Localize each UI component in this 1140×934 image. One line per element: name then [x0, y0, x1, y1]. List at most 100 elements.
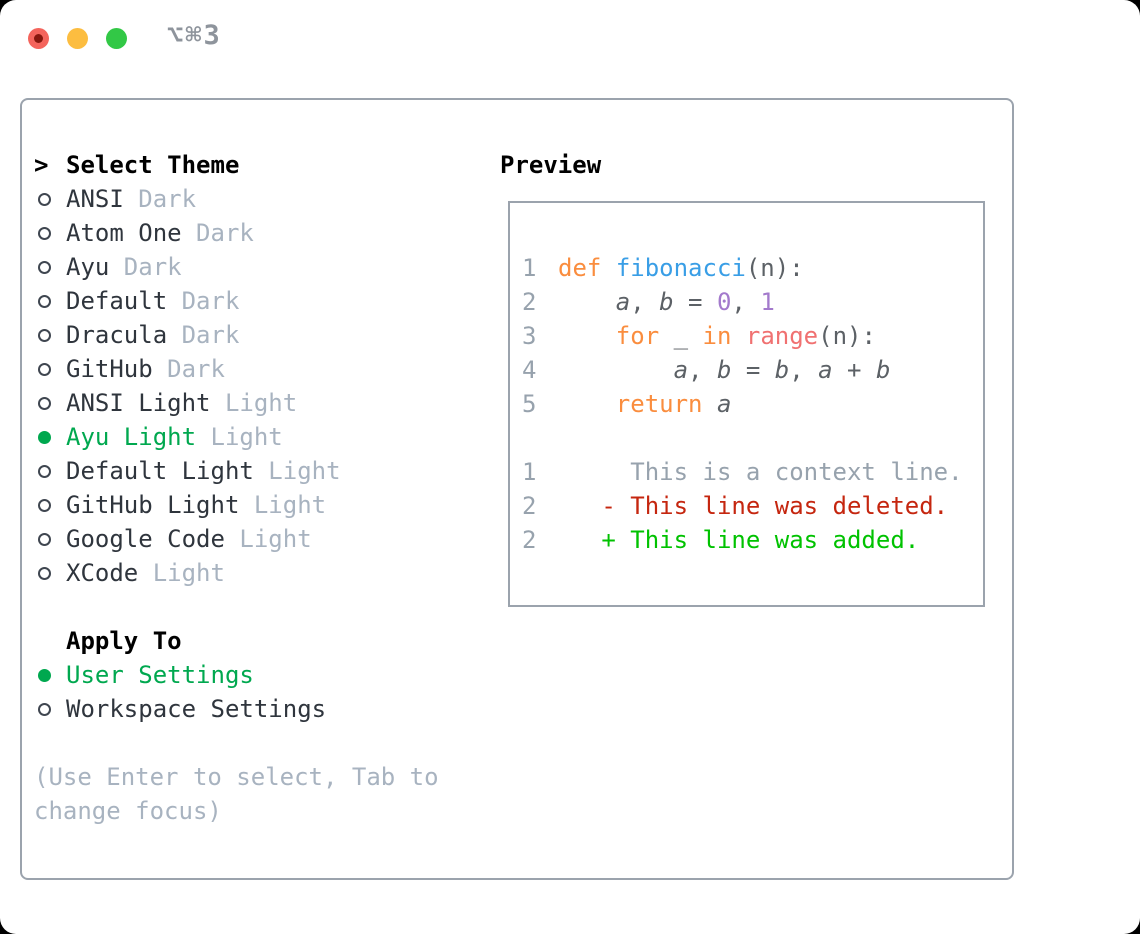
theme-option[interactable]: Google Code Light [34, 522, 484, 556]
code-token-number: 1 [760, 288, 775, 316]
theme-option[interactable]: GitHub Dark [34, 352, 484, 386]
code-token-context: This is a context line. [558, 458, 963, 486]
theme-name: XCode [66, 559, 139, 587]
theme-option[interactable]: ANSI Dark [34, 182, 484, 216]
code-token-variable: a [615, 288, 631, 316]
theme-name: Atom One [66, 219, 182, 247]
theme-variant-label: Light [239, 491, 327, 519]
code-token-function: fibonacci [615, 254, 746, 282]
theme-option[interactable]: Atom One Dark [34, 216, 484, 250]
radio-unselected-icon [34, 454, 66, 488]
theme-name: GitHub [66, 355, 153, 383]
theme-option[interactable]: Dracula Dark [34, 318, 484, 352]
code-token-variable: a [716, 390, 732, 418]
theme-name: Ayu [66, 253, 110, 281]
close-dot-icon [34, 34, 43, 43]
theme-option[interactable]: Default Light Light [34, 454, 484, 488]
theme-name: GitHub Light [66, 491, 240, 519]
code-token-variable: a [818, 356, 833, 384]
radio-unselected-icon [34, 216, 66, 250]
code-token-text: , [731, 288, 761, 316]
select-theme-header-row: > Select Theme [34, 148, 484, 182]
theme-option[interactable]: Default Dark [34, 284, 484, 318]
theme-name: Default [66, 287, 168, 315]
theme-option[interactable]: GitHub Light Light [34, 488, 484, 522]
select-theme-header: Select Theme [66, 151, 240, 179]
line-number: 2 [522, 288, 537, 316]
apply-to-header: Apply To [66, 627, 182, 655]
radio-unselected-icon [34, 692, 66, 726]
apply-to-option-label: Workspace Settings [66, 695, 327, 723]
preview-code-line: 1 This is a context line. [522, 455, 983, 489]
code-token-text [558, 390, 616, 418]
theme-option[interactable]: Ayu Dark [34, 250, 484, 284]
theme-variant-label: Light [210, 389, 298, 417]
line-number: 2 [522, 526, 537, 554]
theme-variant-label: Dark [167, 287, 240, 315]
theme-variant-label: Light [224, 525, 312, 553]
radio-unselected-icon [34, 488, 66, 522]
theme-variant-label: Light [253, 457, 341, 485]
theme-variant-label: Dark [181, 219, 254, 247]
code-token-text: = [673, 288, 717, 316]
minimize-button[interactable] [67, 28, 88, 49]
window-shortcut-label: ⌥⌘3 [167, 20, 222, 51]
zoom-button[interactable] [106, 28, 127, 49]
theme-name: Dracula [66, 321, 168, 349]
code-token-text [558, 288, 616, 316]
code-token-keyword: return [615, 390, 703, 418]
theme-name: Google Code [66, 525, 225, 553]
theme-name: ANSI [66, 185, 124, 213]
code-token-text: = [731, 356, 775, 384]
radio-unselected-icon [34, 386, 66, 420]
code-token-call: range [745, 322, 819, 350]
theme-name: Default Light [66, 457, 254, 485]
apply-to-option[interactable]: Workspace Settings [34, 692, 484, 726]
code-token-added: + This line was added. [558, 526, 920, 554]
code-token-text [601, 254, 615, 282]
theme-variant-label: Light [196, 423, 283, 451]
preview-box: 1 def fibonacci (n): 2 a, b = 0, 1 3 for _ i… [508, 201, 985, 607]
radio-selected-icon [34, 658, 66, 692]
code-token-text: (n): [818, 322, 876, 350]
code-token-text [558, 356, 674, 384]
theme-variant-label: Dark [152, 355, 225, 383]
apply-to-indent [34, 624, 66, 658]
theme-option[interactable]: XCode Light [34, 556, 484, 590]
theme-option[interactable]: ANSI Light Light [34, 386, 484, 420]
code-token-keyword: for [615, 322, 660, 350]
hint-line-1: (Use Enter to select, Tab to [34, 763, 439, 791]
code-token-text: + [832, 356, 876, 384]
radio-selected-icon [34, 420, 66, 454]
code-token-keyword: in [702, 322, 732, 350]
theme-option[interactable]: Ayu Light Light [34, 420, 484, 454]
code-token-variable: b [716, 356, 732, 384]
code-token-text: , [688, 356, 717, 384]
preview-code-line: 4 a, b = b, a + b [522, 353, 983, 387]
code-token-number: 0 [716, 288, 732, 316]
radio-unselected-icon [34, 318, 66, 352]
apply-to-header-row: Apply To [34, 624, 484, 658]
spacer-row [34, 726, 484, 760]
preview-code-line: 5 return a [522, 387, 983, 421]
close-button[interactable] [28, 28, 49, 49]
code-token-text: _ [659, 322, 703, 350]
line-number: 1 [522, 254, 537, 282]
code-token-variable: b [659, 288, 674, 316]
preview-code-line [522, 421, 983, 455]
code-token-text [703, 390, 717, 418]
code-token-keyword: def [558, 254, 602, 282]
apply-to-option[interactable]: User Settings [34, 658, 484, 692]
radio-unselected-icon [34, 522, 66, 556]
hint-line-2: change focus) [34, 797, 222, 825]
code-token-text: , [789, 356, 819, 384]
line-number: 3 [522, 322, 537, 350]
radio-unselected-icon [34, 556, 66, 590]
line-number: 1 [522, 458, 537, 486]
